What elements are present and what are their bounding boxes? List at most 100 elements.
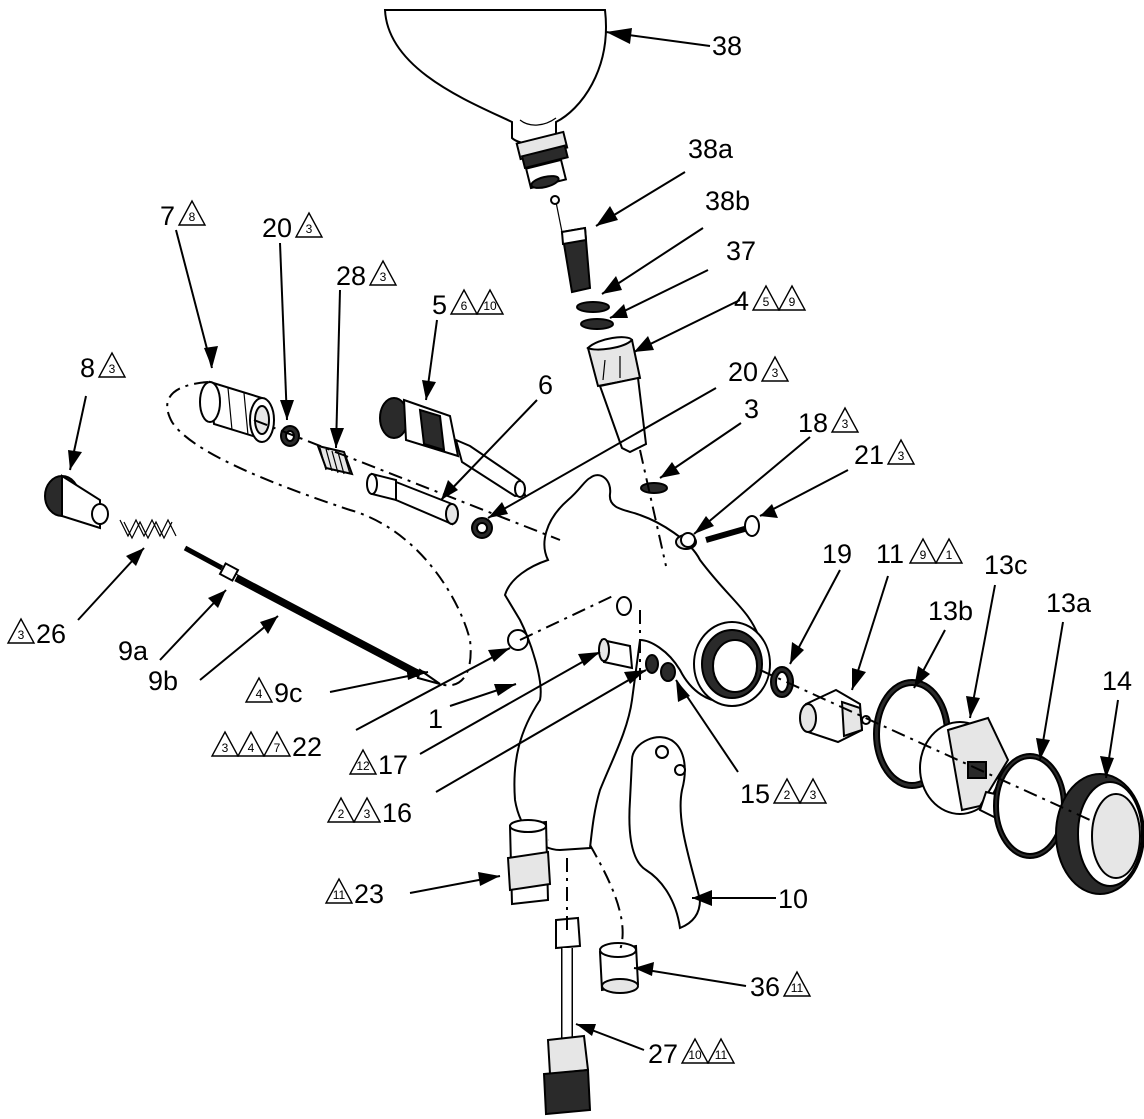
note-triangle: 11 [706, 1037, 736, 1064]
callout-number: 13c [984, 550, 1028, 580]
note-triangle: 9 [777, 284, 807, 311]
note-triangle-number: 10 [483, 299, 497, 313]
callout-number: 10 [778, 884, 808, 914]
note-triangle: 5 [751, 284, 781, 311]
air-valve-housing [199, 380, 275, 443]
callout-number: 23 [354, 879, 384, 909]
note-triangle: 4 [236, 730, 266, 757]
air-cap [919, 716, 1010, 820]
paint-cup [383, 9, 607, 190]
callout-3: 3 [744, 394, 759, 424]
needle-spring [119, 518, 177, 540]
note-triangle-number: 11 [791, 981, 804, 995]
callout-38b: 38b [705, 186, 750, 216]
note-triangle-number: 10 [688, 1048, 702, 1062]
callout-1: 1 [428, 704, 443, 734]
note-triangle-number: 3 [222, 741, 229, 755]
note-triangle: 3 [97, 351, 127, 378]
callout-number: 3 [744, 394, 759, 424]
callout-number: 9b [148, 666, 178, 696]
valve-spring [316, 444, 354, 476]
note-triangle: 3 [830, 406, 860, 433]
callout-number: 13a [1046, 588, 1092, 618]
note-triangle: 3 [294, 211, 324, 238]
note-triangle-number: 4 [248, 741, 255, 755]
note-triangle: 2 [326, 796, 356, 823]
note-triangle-number: 3 [380, 270, 387, 284]
callout-number: 6 [538, 370, 553, 400]
note-triangle: 3 [352, 796, 382, 823]
fitting-seal [645, 654, 659, 674]
cup-adapter [586, 336, 648, 454]
note-triangle-number: 2 [338, 807, 345, 821]
callout-number: 8 [80, 353, 95, 383]
callout-number: 36 [750, 972, 780, 1002]
callout-15: 2 3 15 [740, 777, 828, 809]
callout-13a: 13a [1046, 588, 1092, 618]
cup-gasket [580, 318, 614, 330]
callout-number: 18 [798, 408, 828, 438]
note-triangle: 3 [798, 777, 828, 804]
callout-38: 38 [712, 31, 742, 61]
callout-number: 17 [378, 750, 408, 780]
callout-number: 7 [160, 201, 175, 231]
cup-filter [550, 195, 592, 294]
callout-19: 19 [822, 539, 852, 569]
callout-number: 15 [740, 779, 770, 809]
note-triangle: 1 [934, 537, 964, 564]
part-illustrations [44, 9, 1144, 1116]
callout-number: 20 [262, 213, 292, 243]
note-triangle-number: 11 [715, 1048, 728, 1062]
callout-number: 27 [648, 1039, 678, 1069]
note-triangle-number: 3 [364, 807, 371, 821]
callout-10: 10 [778, 884, 808, 914]
inlet-plug [598, 942, 640, 994]
note-triangle-number: 6 [461, 299, 468, 313]
note-triangle: 2 [772, 777, 802, 804]
note-triangle: 3 [760, 355, 790, 382]
callout-number: 9a [118, 636, 149, 666]
trigger-screw [705, 515, 760, 543]
callout-9a: 9a [118, 636, 149, 666]
callout-9b: 9b [148, 666, 178, 696]
callout-21: 321 [854, 438, 916, 470]
callout-20b: 320 [728, 355, 790, 387]
callout-28: 328 [336, 259, 398, 291]
note-triangle-number: 9 [789, 295, 796, 309]
callout-number: 22 [292, 732, 322, 762]
fluid-adjust-knob [44, 474, 109, 530]
note-triangle-number: 12 [356, 759, 370, 773]
assembly-paths [166, 381, 1091, 951]
callout-number: 38b [705, 186, 750, 216]
callout-20a: 320 [262, 211, 324, 243]
callout-number: 38a [688, 134, 734, 164]
callout-number: 26 [36, 619, 66, 649]
pattern-adjust-valve [379, 397, 527, 498]
note-triangle-number: 2 [784, 788, 791, 802]
note-triangle: 8 [177, 199, 207, 226]
air-inlet-fitting [506, 819, 552, 906]
note-triangle: 6 [449, 288, 479, 315]
note-triangle: 11 [324, 877, 354, 904]
callout-number: 1 [428, 704, 443, 734]
check-ball [507, 629, 529, 651]
callout-5: 6 10 5 [432, 288, 505, 320]
note-triangle: 3 [368, 259, 398, 286]
callout-number: 11 [876, 539, 904, 569]
note-triangle-number: 3 [898, 449, 905, 463]
callout-number: 5 [432, 290, 447, 320]
callout-number: 38 [712, 31, 742, 61]
callout-18: 318 [798, 406, 860, 438]
callout-13b: 13b [928, 596, 973, 626]
callout-number: 16 [382, 798, 412, 828]
callout-13c: 13c [984, 550, 1028, 580]
note-triangle-number: 3 [810, 788, 817, 802]
